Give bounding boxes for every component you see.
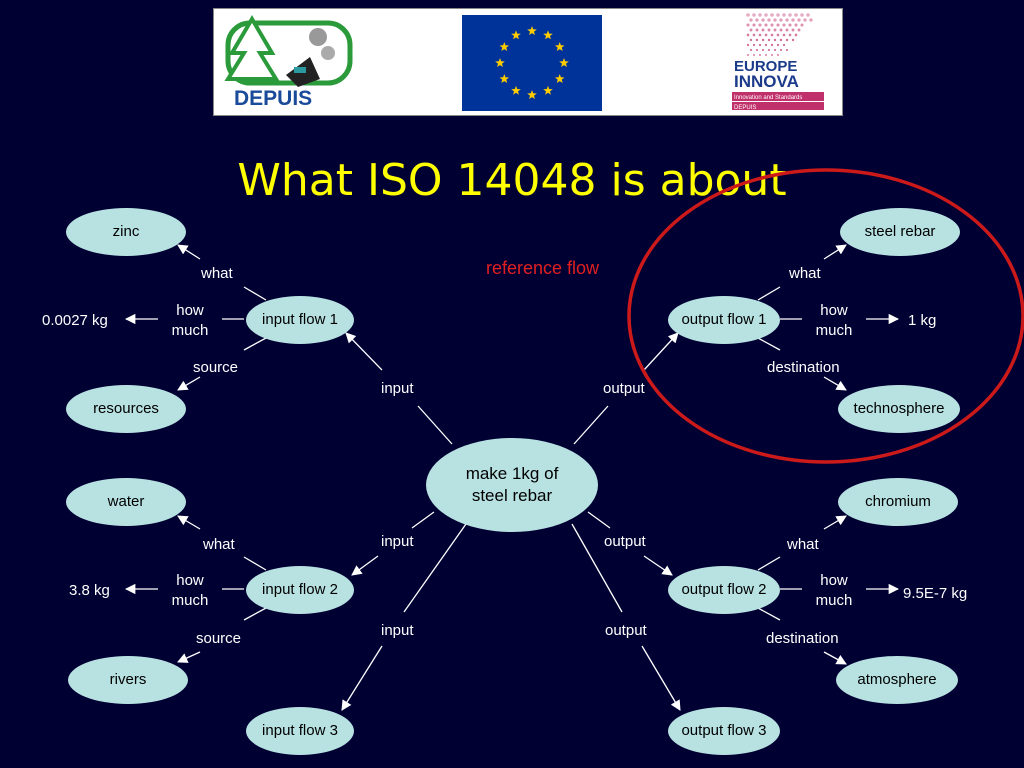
svg-text:DEPUIS: DEPUIS	[234, 87, 312, 110]
label-source-in1: source	[193, 359, 239, 376]
value-output-flow-1: 1 kg	[908, 312, 937, 329]
svg-text:DEPUIS: DEPUIS	[734, 105, 756, 111]
label-input-2: input	[381, 533, 414, 550]
label-destination-out2: destination	[766, 630, 839, 647]
label-what-in1: what	[201, 265, 233, 282]
eu-star-icon	[555, 74, 565, 83]
depuis-logo: DEPUIS	[224, 15, 353, 110]
label-what-out1: what	[789, 265, 821, 282]
water-node: water	[66, 478, 186, 526]
value-input-flow-1: 0.0027 kg	[42, 312, 108, 329]
eu-star-icon	[499, 74, 509, 83]
eu-star-icon	[495, 58, 505, 67]
label-output-3: output	[605, 622, 647, 639]
output-flow-2-node: output flow 2	[668, 566, 780, 614]
center-process-node: make 1kg of steel rebar	[426, 438, 598, 532]
output-flow-3-node: output flow 3	[668, 707, 780, 755]
eu-star-icon	[527, 90, 537, 99]
reference-flow-label: reference flow	[486, 258, 600, 278]
svg-text:INNOVA: INNOVA	[734, 72, 799, 91]
eu-star-icon	[543, 85, 553, 95]
value-output-flow-2: 9.5E-7 kg	[903, 585, 968, 602]
eu-star-icon	[511, 85, 521, 95]
logo-bar: DEPUIS EUROPE INNOVA Innovation and Stan…	[213, 8, 843, 116]
atmosphere-node: atmosphere	[836, 656, 958, 704]
eu-star-icon	[559, 58, 569, 67]
resources-node: resources	[66, 385, 186, 433]
output-flow-1-node: output flow 1	[668, 296, 780, 344]
input-flow-1-node: input flow 1	[246, 296, 354, 344]
label-input-3: input	[381, 622, 414, 639]
label-input-1: input	[381, 380, 414, 397]
eu-star-icon	[555, 42, 565, 51]
center-line-2: steel rebar	[471, 486, 553, 505]
logos-graphic: DEPUIS EUROPE INNOVA Innovation and Stan…	[224, 13, 824, 111]
reference-circle	[627, 168, 1024, 464]
label-destination-out1: destination	[767, 359, 840, 376]
input-flow-3-node: input flow 3	[246, 707, 354, 755]
svg-text:Innovation and Standards: Innovation and Standards	[734, 95, 802, 101]
chromium-node: chromium	[838, 478, 958, 526]
eu-star-icon	[511, 30, 521, 40]
label-what-out2: what	[787, 536, 819, 553]
eu-star-icon	[527, 26, 537, 35]
zinc-node: zinc	[66, 208, 186, 256]
eu-flag	[462, 15, 602, 111]
technosphere-node: technosphere	[838, 385, 960, 433]
steel-rebar-node: steel rebar	[840, 208, 960, 256]
svg-text:EUROPE: EUROPE	[734, 58, 797, 75]
eu-star-icon	[543, 30, 553, 40]
europe-innova-logo: EUROPE INNOVA Innovation and Standards D…	[732, 13, 824, 111]
label-output-2: output	[604, 533, 646, 550]
slide-title: What ISO 14048 is about	[237, 155, 787, 206]
value-input-flow-2: 3.8 kg	[69, 582, 110, 599]
label-output-1: output	[603, 380, 645, 397]
center-line-1: make 1kg of	[465, 463, 559, 483]
rivers-node: rivers	[68, 656, 188, 704]
input-flow-2-node: input flow 2	[246, 566, 354, 614]
label-source-in2: source	[196, 630, 242, 647]
label-what-in2: what	[203, 536, 235, 553]
eu-star-icon	[499, 42, 509, 51]
